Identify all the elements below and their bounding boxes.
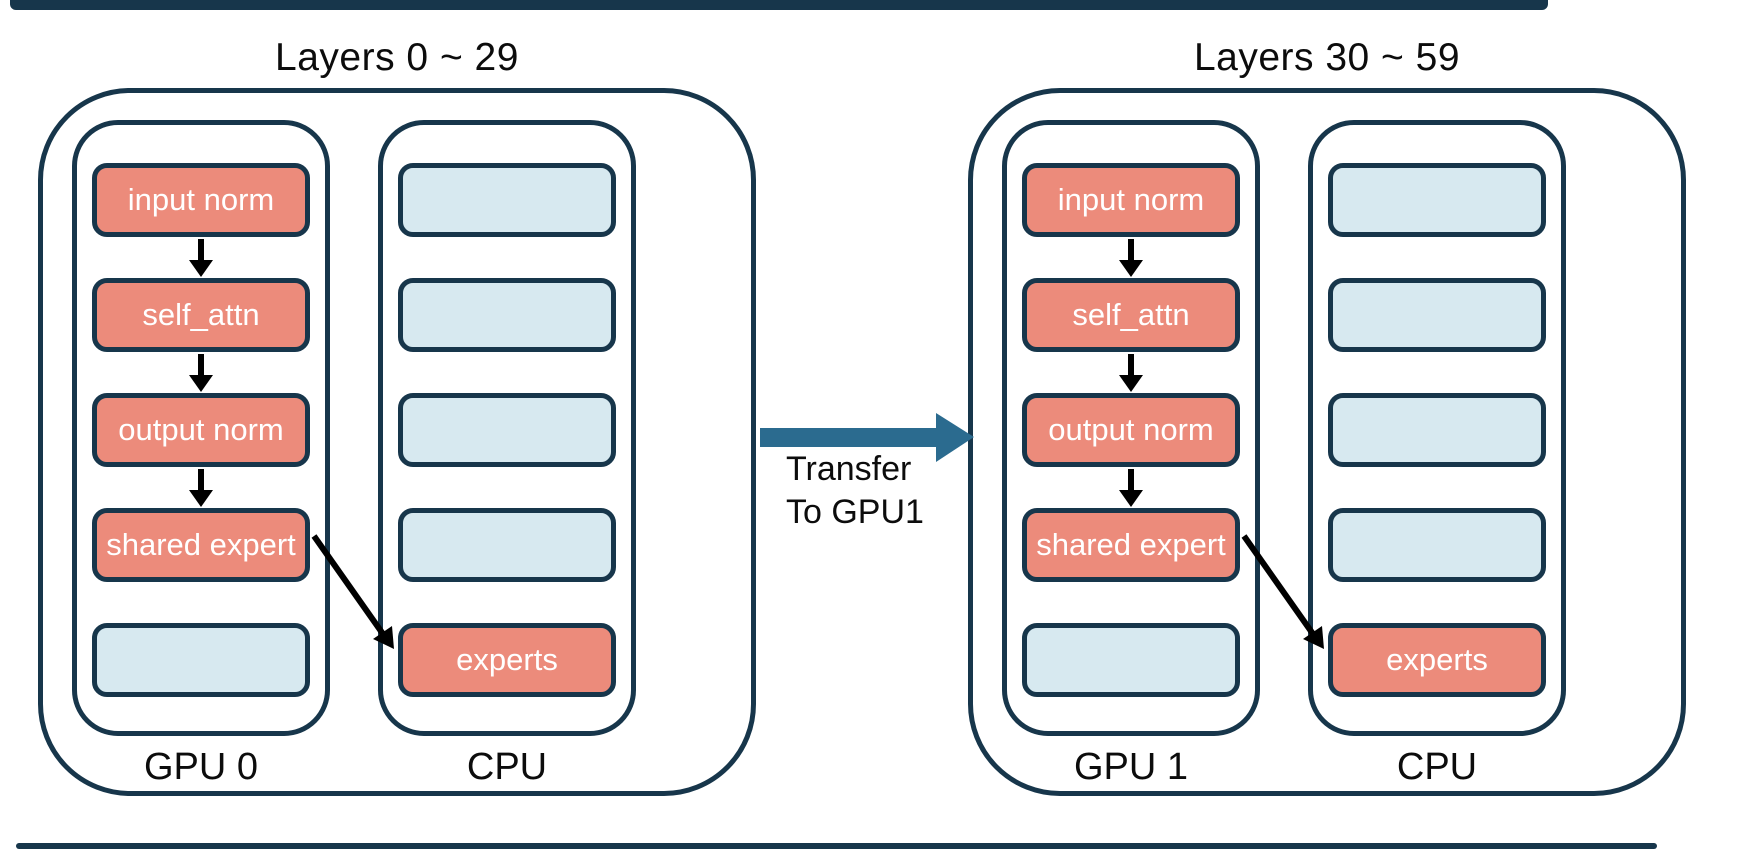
- right-cpu-box-empty-1: [1328, 163, 1546, 237]
- right-gpu-label: GPU 1: [1073, 746, 1189, 788]
- right-gpu-box-shared-expert: shared expert: [1022, 508, 1240, 582]
- right-cpu-box-empty-4: [1328, 508, 1546, 582]
- left-gpu-box-output-norm: output norm: [92, 393, 310, 467]
- left-cpu-box-empty-1: [398, 163, 616, 237]
- left-node-container: [38, 88, 756, 796]
- left-gpu-box-shared-expert: shared expert: [92, 508, 310, 582]
- right-gpu-container: [1002, 120, 1260, 736]
- right-cpu-container: [1308, 120, 1566, 736]
- left-cpu-container: [378, 120, 636, 736]
- left-gpu-box-input-norm: input norm: [92, 163, 310, 237]
- left-gpu-box-self-attn: self_attn: [92, 278, 310, 352]
- transfer-label: Transfer To GPU1: [786, 448, 986, 534]
- left-cpu-box-empty-3: [398, 393, 616, 467]
- right-group-title: Layers 30 ~ 59: [1193, 36, 1461, 79]
- transfer-label-line1: Transfer: [786, 450, 912, 488]
- right-gpu-box-self-attn: self_attn: [1022, 278, 1240, 352]
- right-gpu-box-output-norm: output norm: [1022, 393, 1240, 467]
- transfer-label-line2: To GPU1: [786, 493, 924, 531]
- transfer-arrow-body: [760, 428, 938, 447]
- right-cpu-label: CPU: [1396, 746, 1478, 788]
- left-cpu-label: CPU: [466, 746, 548, 788]
- right-cpu-box-empty-2: [1328, 278, 1546, 352]
- right-gpu-box-input-norm: input norm: [1022, 163, 1240, 237]
- left-cpu-box-experts: experts: [398, 623, 616, 697]
- right-cpu-box-experts: experts: [1328, 623, 1546, 697]
- left-gpu-label: GPU 0: [143, 746, 259, 788]
- bottom-frame-bar: [16, 843, 1657, 849]
- top-frame-bar: [10, 0, 1548, 10]
- left-cpu-box-empty-4: [398, 508, 616, 582]
- left-gpu-container: [72, 120, 330, 736]
- left-cpu-box-empty-2: [398, 278, 616, 352]
- left-gpu-box-empty: [92, 623, 310, 697]
- right-cpu-box-empty-3: [1328, 393, 1546, 467]
- left-group-title: Layers 0 ~ 29: [275, 36, 519, 79]
- right-gpu-box-empty: [1022, 623, 1240, 697]
